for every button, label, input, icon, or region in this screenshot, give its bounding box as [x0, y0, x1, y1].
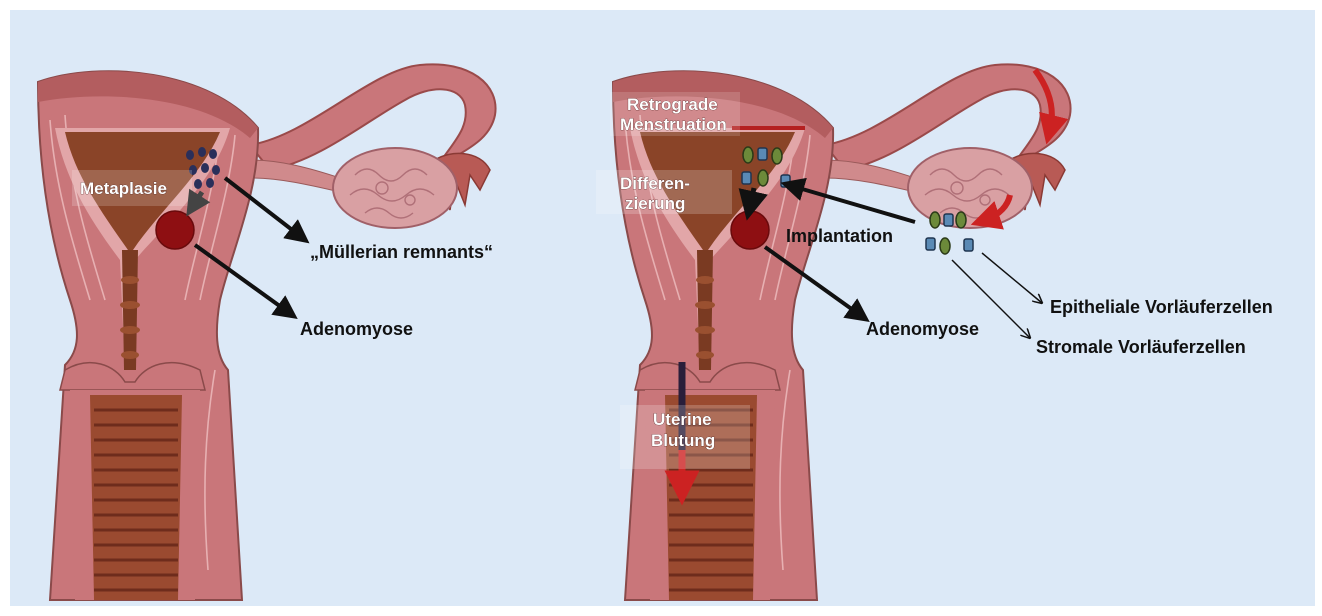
- right-differentiation-label-2: zierung: [625, 194, 685, 213]
- left-mullerian-label: „Müllerian remnants“: [310, 242, 493, 262]
- left-uterus-illustration: [38, 64, 496, 600]
- right-bleeding-label-2: Blutung: [651, 431, 715, 450]
- diagram-canvas: Metaplasie „Müllerian remnants“ Adenomyo…: [10, 10, 1315, 606]
- right-peritoneal-cells: [926, 212, 973, 254]
- right-adenomyosis-label: Adenomyose: [866, 319, 979, 339]
- right-bleeding-label-1: Uterine: [653, 410, 712, 429]
- right-epithelial-arrow: [982, 253, 1042, 303]
- right-retrograde-label-2: Menstruation: [620, 115, 727, 134]
- endometriosis-pathogenesis-diagram: Metaplasie „Müllerian remnants“ Adenomyo…: [10, 10, 1315, 606]
- left-metaplasia-label: Metaplasie: [80, 179, 167, 198]
- right-uterus-illustration: [613, 64, 1071, 600]
- right-stromal-label: Stromale Vorläuferzellen: [1036, 337, 1246, 357]
- left-adenomyosis-label: Adenomyose: [300, 319, 413, 339]
- right-differentiation-label-1: Differen-: [620, 174, 690, 193]
- right-epithelial-label: Epitheliale Vorläuferzellen: [1050, 297, 1273, 317]
- right-retrograde-label-1: Retrograde: [627, 95, 718, 114]
- right-implantation-label: Implantation: [786, 226, 893, 246]
